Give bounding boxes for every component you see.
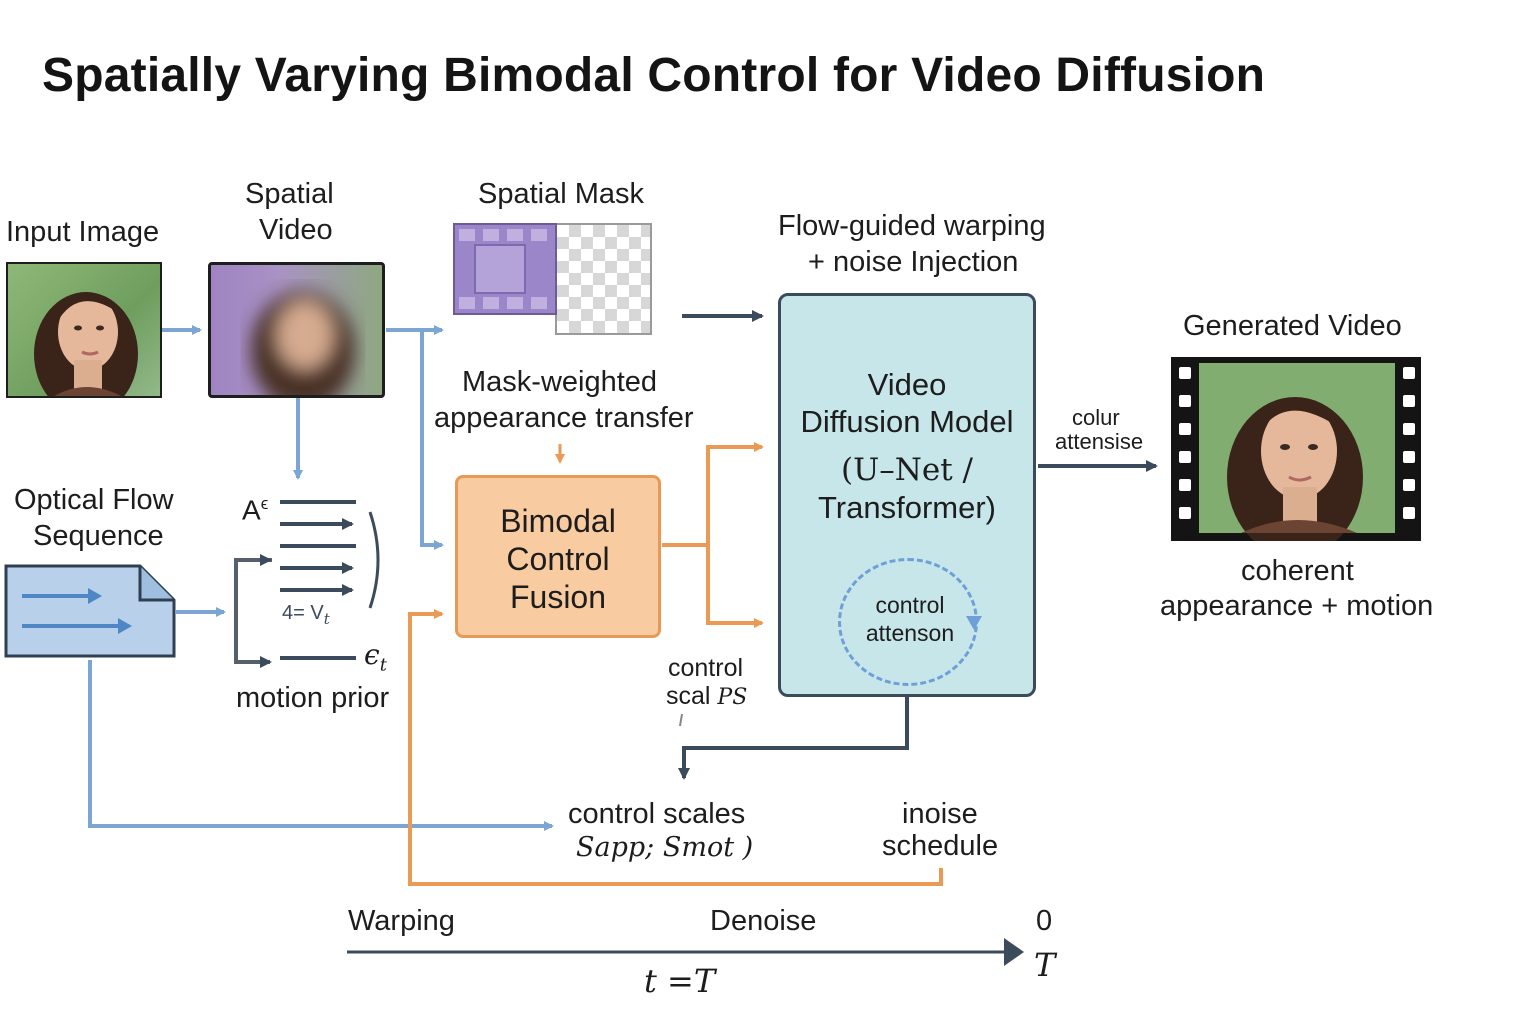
arrow-flow-to-scales xyxy=(88,660,554,831)
arrow-vdm-to-scales xyxy=(678,690,909,780)
label-mask-weighted-1: Mask-weighted xyxy=(462,366,658,398)
label-flow-guided-1: Flow-guided warping xyxy=(778,210,1046,242)
arrow-video-to-fusion xyxy=(420,330,444,550)
label-noise-schedule-1: inoise xyxy=(902,798,978,830)
blurred-face-icon xyxy=(251,291,355,395)
math-eps-t: ϵt xyxy=(364,638,387,676)
math-control-scales: Sapp; Smot ) xyxy=(576,832,754,863)
label-coherent-1: coherent xyxy=(1241,555,1354,587)
arrow-fusion-to-vdm xyxy=(662,442,764,547)
label-spatial-video-1: Spatial xyxy=(245,178,334,210)
fusion-line-2: Control xyxy=(506,541,610,577)
attention-line-2: attenson xyxy=(865,620,955,646)
math-eps-sub: t xyxy=(379,654,387,676)
label-coherent-2: appearance + motion xyxy=(1160,590,1434,622)
label-optical-flow-1: Optical Flow xyxy=(14,484,174,516)
bimodal-control-fusion-box: Bimodal Control Fusion xyxy=(455,475,661,638)
vdm-line-2: Diffusion Model xyxy=(800,404,1014,439)
attention-loop-arrow-icon xyxy=(966,616,982,630)
motion-paren xyxy=(368,511,380,609)
label-generated-video: Generated Video xyxy=(1183,310,1402,342)
control-scal-math: PS xyxy=(717,685,748,710)
label-input-image: Input Image xyxy=(6,216,160,248)
label-flow-guided-2: + noise Injection xyxy=(808,246,1019,278)
diagram-title: Spatially Varying Bimodal Control for Vi… xyxy=(42,49,1266,102)
optical-flow-document-icon xyxy=(4,564,176,658)
math-v: 4= V xyxy=(282,602,324,624)
spatial-video xyxy=(208,262,385,398)
mask-purple-film xyxy=(453,223,557,315)
motion-bracket xyxy=(234,558,272,668)
label-colur-2: attensise xyxy=(1055,429,1144,454)
face-portrait-icon xyxy=(34,292,138,396)
label-colur-1: colur xyxy=(1072,405,1120,430)
math-a-sup: ϵ xyxy=(260,494,269,513)
label-motion-prior: motion prior xyxy=(236,682,390,714)
label-control-scal-2: scal PS xyxy=(666,682,747,711)
math-a-eps: Aϵ xyxy=(242,494,268,526)
attention-line-1: control xyxy=(875,592,945,618)
filmstrip-icon xyxy=(1179,363,1415,557)
control-scal-text: scal xyxy=(666,682,711,710)
label-mask-weighted-2: appearance transfer xyxy=(434,402,694,434)
label-denoise: Denoise xyxy=(710,905,817,937)
label-T: T xyxy=(1034,946,1056,984)
label-warping: Warping xyxy=(348,905,455,937)
arrow-schedule-to-fusion xyxy=(408,609,943,886)
label-spatial-mask: Spatial Mask xyxy=(478,178,645,210)
film-frame-icon xyxy=(459,229,547,309)
vdm-line-4: Transformer) xyxy=(818,490,996,525)
math-a: A xyxy=(242,494,261,526)
math-v-sub: t xyxy=(323,610,330,628)
label-optical-flow-2: Sequence xyxy=(33,520,164,552)
math-v-t: 4= Vt xyxy=(282,602,330,628)
vdm-line-1: Video xyxy=(867,367,947,402)
label-control-scal-1: control xyxy=(668,654,744,682)
generated-video-filmstrip xyxy=(1171,357,1421,557)
vdm-line-3: (U–Net / xyxy=(841,452,973,488)
label-zero: 0 xyxy=(1036,905,1053,937)
mask-checkerboard xyxy=(555,223,652,335)
label-noise-schedule-2: schedule xyxy=(882,830,999,862)
math-eps: ϵ xyxy=(364,638,380,671)
input-image xyxy=(6,262,162,398)
fusion-line-3: Fusion xyxy=(509,579,607,615)
label-t-eq-T: t =T xyxy=(644,962,716,1000)
label-spatial-video-2: Video xyxy=(259,214,333,246)
label-control-scales: control scales xyxy=(568,798,746,830)
fusion-line-1: Bimodal xyxy=(500,503,616,539)
